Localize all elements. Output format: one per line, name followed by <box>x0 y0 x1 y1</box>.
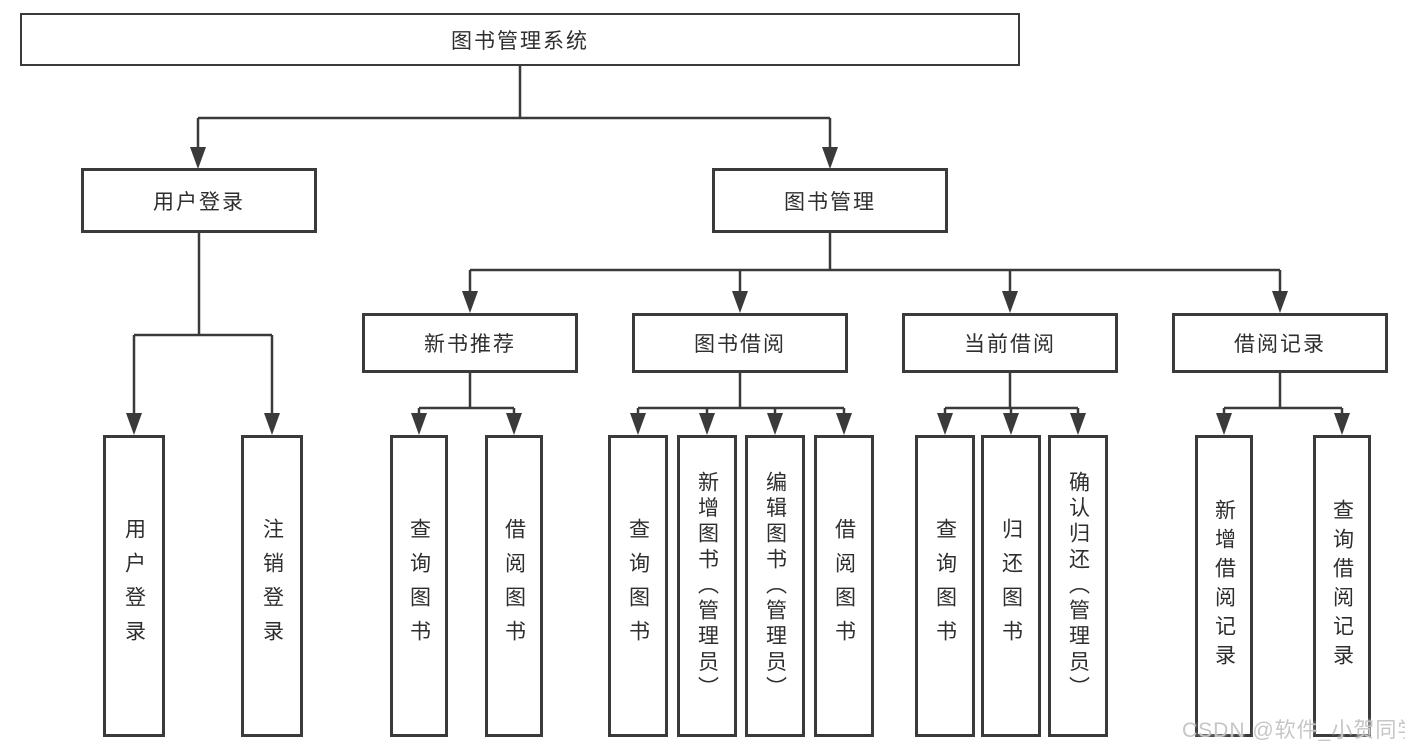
node-current-borrow: 当前借阅 <box>902 313 1118 373</box>
node-new-book-recommend-label: 新书推荐 <box>424 333 516 356</box>
leaf-borrow-add-book-label: 新增图书（管理员） <box>695 470 719 702</box>
leaf-borrow-edit-book-label: 编辑图书（管理员） <box>763 470 787 702</box>
leaf-current-query-book-label: 查询图书 <box>933 517 957 655</box>
leaf-recommend-borrow-book: 借阅图书 <box>485 435 543 737</box>
leaf-records-add-record: 新增借阅记录 <box>1195 435 1253 737</box>
leaf-current-return-book: 归还图书 <box>981 435 1041 737</box>
leaf-recommend-query-book-label: 查询图书 <box>407 517 431 655</box>
leaf-logout-login-label: 注销登录 <box>260 517 284 655</box>
leaf-borrow-borrow-book: 借阅图书 <box>814 435 874 737</box>
connector-lines <box>132 66 1344 418</box>
leaf-current-confirm-return-label: 确认归还（管理员） <box>1066 470 1090 702</box>
leaf-borrow-borrow-book-label: 借阅图书 <box>832 517 856 655</box>
node-new-book-recommend: 新书推荐 <box>362 313 578 373</box>
leaf-borrow-query-book-label: 查询图书 <box>626 517 650 655</box>
leaf-records-query-record-label: 查询借阅记录 <box>1330 499 1354 673</box>
node-book-borrow: 图书借阅 <box>632 313 848 373</box>
leaf-user-login: 用户登录 <box>103 435 165 737</box>
leaf-borrow-add-book: 新增图书（管理员） <box>677 435 737 737</box>
node-book-borrow-label: 图书借阅 <box>694 333 786 356</box>
leaf-current-confirm-return: 确认归还（管理员） <box>1048 435 1108 737</box>
leaf-current-query-book: 查询图书 <box>915 435 975 737</box>
node-current-borrow-label: 当前借阅 <box>964 333 1056 356</box>
leaf-borrow-edit-book: 编辑图书（管理员） <box>745 435 805 737</box>
leaf-records-query-record: 查询借阅记录 <box>1313 435 1371 737</box>
node-book-management: 图书管理 <box>712 168 948 233</box>
node-user-login-group: 用户登录 <box>81 168 317 233</box>
leaf-user-login-label: 用户登录 <box>122 517 146 655</box>
leaf-borrow-query-book: 查询图书 <box>608 435 668 737</box>
leaf-recommend-borrow-book-label: 借阅图书 <box>502 517 526 655</box>
leaf-logout-login: 注销登录 <box>241 435 303 737</box>
leaf-current-return-book-label: 归还图书 <box>999 517 1023 655</box>
node-borrow-records-label: 借阅记录 <box>1234 333 1326 356</box>
leaf-recommend-query-book: 查询图书 <box>390 435 448 737</box>
leaf-records-add-record-label: 新增借阅记录 <box>1212 499 1236 673</box>
watermark: CSDN @软件_小贺同学 <box>1182 719 1405 742</box>
node-user-login-group-label: 用户登录 <box>153 190 245 214</box>
node-root-system: 图书管理系统 <box>20 13 1020 66</box>
node-book-management-label: 图书管理 <box>784 190 876 214</box>
node-borrow-records: 借阅记录 <box>1172 313 1388 373</box>
arrowheads <box>126 147 1350 435</box>
node-root-system-label: 图书管理系统 <box>451 29 589 53</box>
